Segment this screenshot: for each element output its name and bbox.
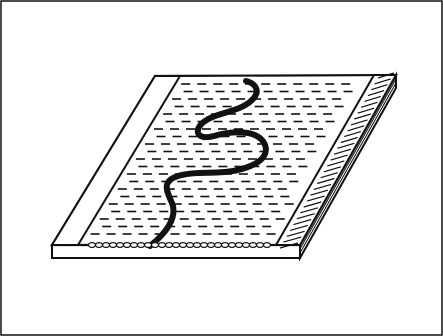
edge-bead	[243, 243, 250, 248]
edge-bead	[145, 243, 152, 248]
edge-bead	[236, 243, 243, 248]
edge-bead	[152, 243, 159, 248]
edge-bead	[264, 243, 271, 248]
edge-bead	[103, 243, 110, 248]
edge-bead	[257, 243, 264, 248]
edge-bead	[89, 243, 96, 248]
edge-bead	[124, 243, 131, 248]
outlet-bead-edge	[89, 243, 271, 248]
edge-bead	[194, 243, 201, 248]
edge-bead	[229, 243, 236, 248]
edge-bead	[110, 243, 117, 248]
edge-bead	[250, 243, 257, 248]
edge-bead	[138, 243, 145, 248]
edge-bead	[208, 243, 215, 248]
edge-bead	[131, 243, 138, 248]
edge-bead	[215, 243, 222, 248]
edge-bead	[96, 243, 103, 248]
edge-bead	[166, 243, 173, 248]
edge-bead	[173, 243, 180, 248]
edge-bead	[222, 243, 229, 248]
edge-bead	[201, 243, 208, 248]
edge-bead	[117, 243, 124, 248]
edge-bead	[159, 243, 166, 248]
edge-bead	[180, 243, 187, 248]
edge-bead	[187, 243, 194, 248]
